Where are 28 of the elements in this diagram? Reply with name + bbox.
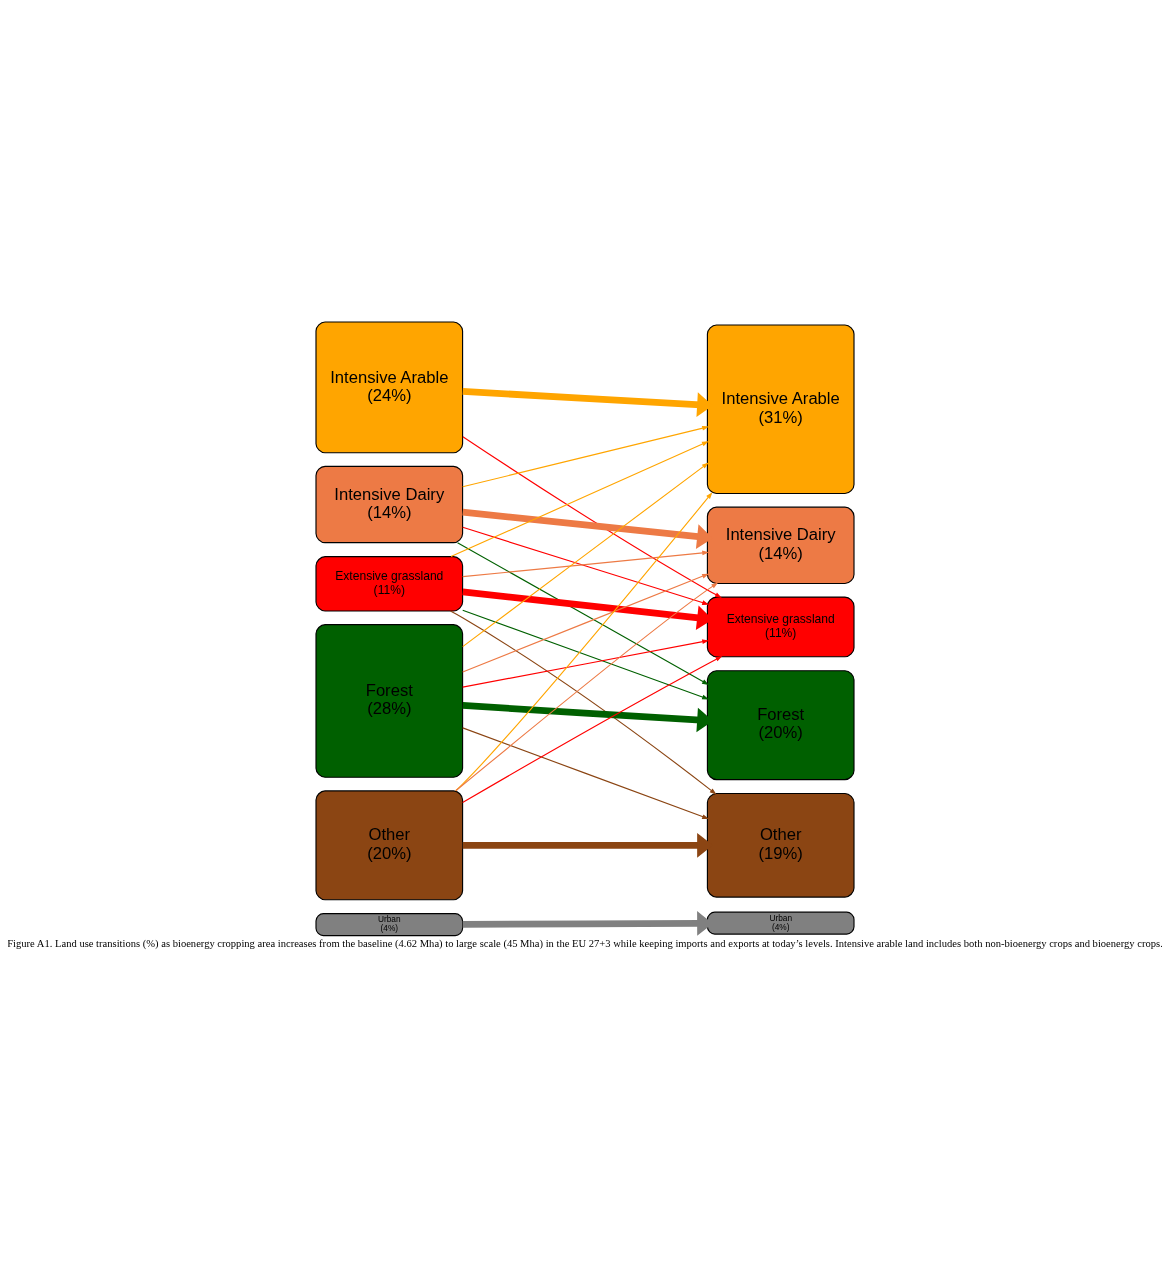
node-box: Intensive Dairy (14%)	[706, 506, 855, 585]
node-box: Intensive Arable (24%)	[315, 321, 464, 454]
node-box: Forest (20%)	[706, 670, 855, 781]
node-box: Extensive grassland (11%)	[315, 556, 464, 612]
arrow	[449, 610, 717, 795]
node-box: Forest (28%)	[315, 624, 464, 778]
arrow	[462, 526, 709, 605]
arrow	[462, 639, 710, 688]
caption: Figure A1. Land use transitions (%) as bioenergy cropping area increases from the baseline (4.62 Mha) to large scale (45 Mha) in the EU 27+3 while keeping imports and exports at today’s levels. Intensive arable land includes both non-bioenergy crops and bioenergy crops.	[7, 938, 1163, 950]
arrow	[462, 727, 709, 819]
node-box: Urban (4%)	[706, 911, 855, 935]
node-box: Intensive Arable (31%)	[706, 324, 855, 495]
arrow	[462, 609, 709, 700]
arrow	[462, 425, 709, 488]
arrow	[455, 582, 719, 792]
arrow	[456, 542, 709, 685]
node-box: Other (20%)	[315, 790, 464, 901]
arrow	[462, 436, 722, 598]
arrow	[450, 441, 709, 558]
node-box: Other (19%)	[706, 792, 855, 898]
node-box: Extensive grassland (11%)	[706, 596, 855, 658]
node-box: Urban (4%)	[315, 913, 464, 937]
arrow	[455, 492, 713, 792]
arrow	[462, 462, 709, 648]
node-box: Intensive Dairy (14%)	[315, 465, 464, 544]
arrow	[462, 573, 709, 673]
arrow	[462, 656, 723, 804]
arrow	[462, 550, 710, 578]
